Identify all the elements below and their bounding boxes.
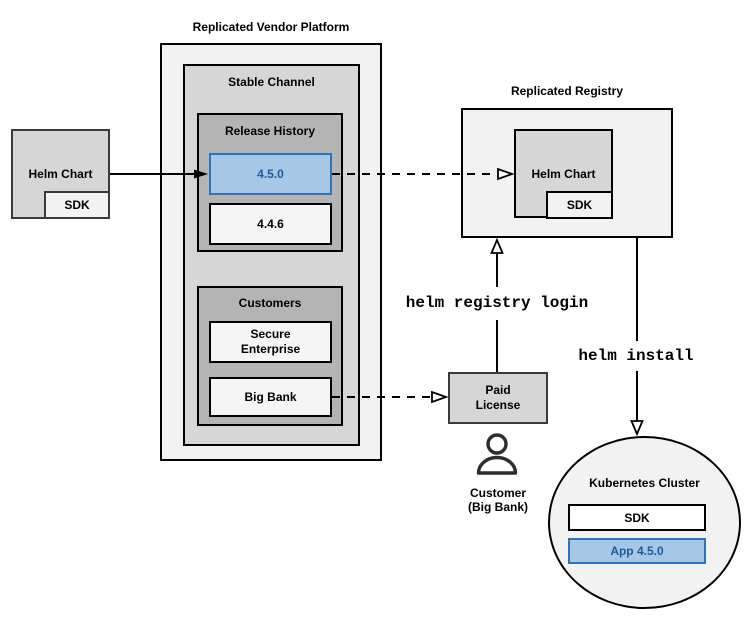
customer-person-icon	[476, 433, 518, 475]
registry-title: Replicated Registry	[510, 84, 624, 98]
customer-secure-enterprise: Secure Enterprise	[209, 321, 332, 363]
stable-channel-label: Stable Channel	[228, 75, 315, 89]
customer-caption-org: (Big Bank)	[468, 500, 528, 514]
customer-secure-enterprise-label: Secure Enterprise	[240, 327, 301, 356]
customer-caption-name: Customer	[469, 486, 526, 500]
command-helm-install: helm install	[578, 347, 694, 365]
cluster-sdk-box: SDK	[568, 504, 706, 531]
customers-label: Customers	[238, 296, 302, 310]
customer-caption: Customer (Big Bank)	[443, 486, 553, 514]
customer-big-bank: Big Bank	[209, 377, 332, 417]
paid-license-label: Paid License	[475, 383, 521, 412]
registry-sdk-box: SDK	[546, 191, 613, 219]
release-history-label: Release History	[224, 124, 316, 138]
command-helm-registry-login: helm registry login	[405, 294, 589, 312]
kubernetes-cluster-label: Kubernetes Cluster	[589, 476, 700, 490]
paid-license-box: Paid License	[448, 372, 548, 424]
platform-title: Replicated Vendor Platform	[192, 20, 350, 34]
release-4-5-0: 4.5.0	[209, 153, 332, 195]
release-4-4-6: 4.4.6	[209, 203, 332, 245]
helm-chart-source-sdk-box: SDK	[44, 191, 110, 219]
cluster-app-box: App 4.5.0	[568, 538, 706, 564]
arrow-registry-to-cluster	[630, 238, 644, 437]
